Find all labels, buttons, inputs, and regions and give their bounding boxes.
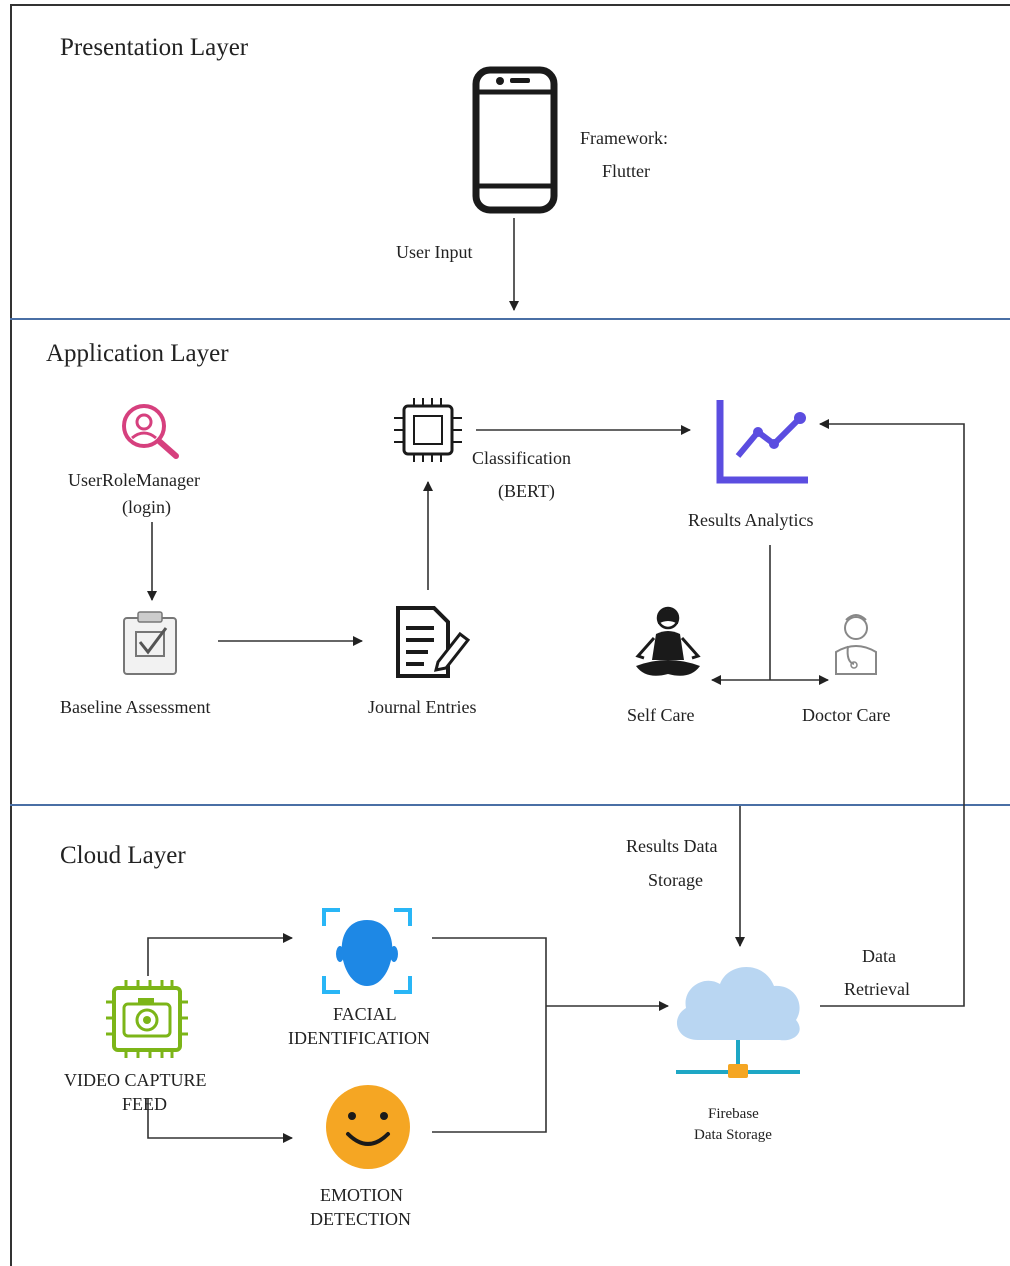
document-edit-icon — [396, 606, 470, 678]
diagram-frame — [10, 4, 1010, 1266]
meditation-person-icon — [635, 606, 701, 676]
journal-label: Journal Entries — [368, 697, 477, 717]
user-search-icon — [122, 404, 179, 459]
data-retrieval-sub: Retrieval — [844, 979, 910, 999]
data-retrieval-label: Data — [862, 946, 896, 966]
self-care-label: Self Care — [627, 705, 695, 725]
firebase-label: Firebase — [708, 1106, 759, 1122]
line-chart-icon — [716, 400, 808, 484]
arrow-data-retrieval — [819, 419, 965, 1007]
cloud-layer-title: Cloud Layer — [60, 842, 186, 869]
doctor-icon — [835, 614, 877, 675]
baseline-label: Baseline Assessment — [60, 697, 211, 717]
clipboard-check-icon — [123, 611, 177, 675]
framework-value: Flutter — [602, 161, 650, 181]
camera-chip-icon — [106, 980, 188, 1058]
user-input-label: User Input — [396, 242, 473, 262]
layer-divider-top — [10, 318, 1010, 320]
results-storage-sub: Storage — [648, 870, 703, 890]
smiley-icon — [326, 1085, 410, 1169]
smartphone-icon — [472, 66, 558, 214]
face-scan-icon — [322, 908, 412, 994]
classification-label: Classification — [472, 448, 571, 468]
emotion-sub: DETECTION — [310, 1209, 411, 1229]
processor-chip-icon — [394, 398, 462, 462]
application-layer-title: Application Layer — [46, 340, 229, 367]
firebase-sub: Data Storage — [694, 1127, 772, 1143]
video-capture-label: VIDEO CAPTURE — [64, 1070, 207, 1090]
results-storage-label: Results Data — [626, 836, 718, 856]
classification-model: (BERT) — [498, 481, 555, 501]
doctor-care-label: Doctor Care — [802, 705, 891, 725]
facial-sub: IDENTIFICATION — [288, 1028, 430, 1048]
presentation-layer-title: Presentation Layer — [60, 34, 249, 61]
user-role-sub: (login) — [122, 497, 171, 517]
video-capture-sub: FEED — [122, 1094, 167, 1114]
facial-label: FACIAL — [333, 1004, 397, 1024]
arrow-video-to-emotion — [147, 1098, 293, 1143]
arrow-video-to-facial — [147, 933, 293, 976]
cloud-storage-icon — [676, 967, 800, 1078]
layer-divider-bottom — [10, 804, 1010, 806]
line-merge — [432, 937, 547, 1133]
emotion-label: EMOTION — [320, 1185, 403, 1205]
results-analytics-label: Results Analytics — [688, 510, 814, 530]
user-role-label: UserRoleManager — [68, 470, 200, 490]
framework-label: Framework: — [580, 128, 668, 148]
